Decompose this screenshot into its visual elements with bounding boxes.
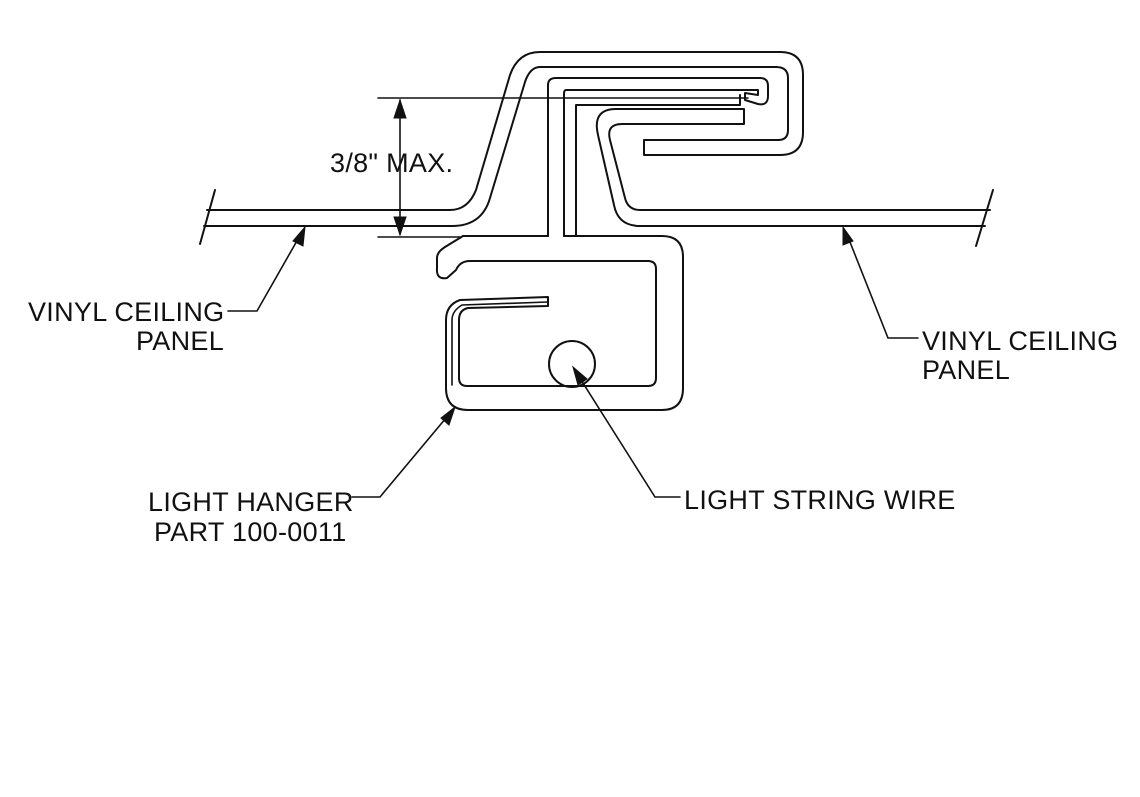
light-string-wire-circle	[548, 340, 596, 388]
left-panel-label-line2: PANEL	[136, 326, 224, 356]
right-panel-label-line2: PANEL	[922, 355, 1010, 385]
right-panel-leader	[842, 225, 919, 339]
hanger-label-line2: PART 100-0011	[154, 517, 347, 547]
hanger-label-line1: LIGHT HANGER	[148, 487, 354, 517]
right-vinyl-panel	[595, 108, 994, 247]
left-vinyl-panel	[199, 51, 804, 245]
dimension-marker	[377, 97, 749, 238]
right-panel-label-line1: VINYL CEILING	[922, 326, 1118, 356]
hanger-leader	[351, 405, 457, 498]
wire-label: LIGHT STRING WIRE	[684, 485, 956, 515]
left-panel-label-line1: VINYL CEILING	[28, 297, 224, 327]
dimension-label: 3/8" MAX.	[330, 148, 453, 178]
left-panel-leader	[227, 225, 306, 312]
light-hanger	[435, 77, 769, 411]
wire-leader	[572, 365, 681, 498]
